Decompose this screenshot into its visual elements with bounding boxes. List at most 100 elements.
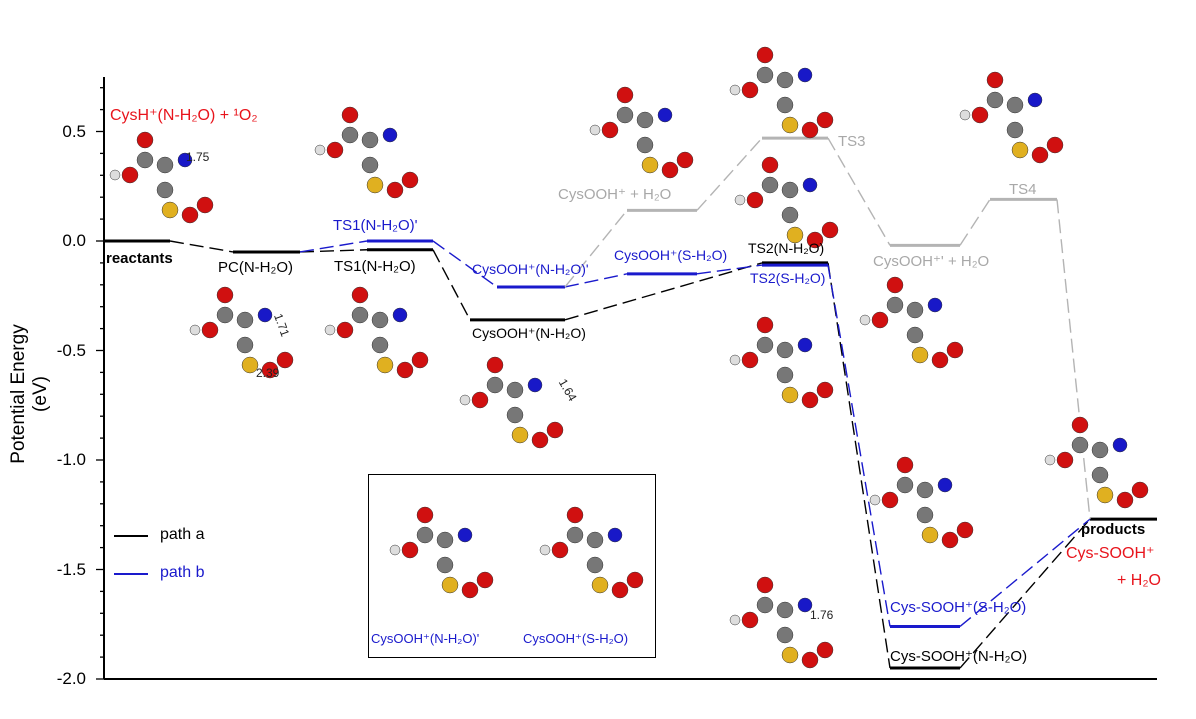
bond-distance: 1.75 — [186, 150, 210, 164]
atom — [436, 531, 454, 549]
atom — [931, 351, 949, 369]
level-label-products: products — [1081, 521, 1146, 538]
level-label-ts3: TS3 — [838, 133, 866, 150]
atom — [797, 597, 813, 613]
atom — [457, 527, 473, 543]
connector-cysooh_n-ts2_n — [564, 262, 763, 321]
atom — [741, 611, 759, 629]
atom — [236, 336, 254, 354]
atom — [476, 571, 494, 589]
connector-ts2_s-sooh_s — [827, 264, 891, 627]
inset-box — [368, 474, 656, 658]
product-species-label: Cys-SOOH⁺ — [1066, 545, 1155, 562]
atom — [626, 571, 644, 589]
atom — [201, 321, 219, 339]
atom — [616, 86, 634, 104]
atom — [881, 491, 899, 509]
molecule-structure — [869, 456, 974, 549]
atom — [802, 177, 818, 193]
molecule-structure — [324, 286, 429, 379]
atom — [436, 556, 454, 574]
atom — [1031, 146, 1049, 164]
atom — [314, 144, 326, 156]
atom — [156, 181, 174, 199]
atom — [1056, 451, 1074, 469]
atom — [906, 326, 924, 344]
atom — [959, 109, 971, 121]
atom — [506, 381, 524, 399]
atom — [601, 121, 619, 139]
legend-swatch-path-b — [114, 573, 148, 575]
y-tick-label: 0.0 — [62, 231, 86, 250]
inset-label-n-prime: CysOOH⁺(N-H₂O)' — [371, 631, 480, 646]
level-label-ts4: TS4 — [1009, 181, 1037, 198]
atom — [741, 81, 759, 99]
y-tick-label: 0.5 — [62, 122, 86, 141]
atom — [986, 91, 1004, 109]
atom — [869, 494, 881, 506]
molecule-structure — [189, 286, 294, 379]
atom — [486, 376, 504, 394]
atom — [781, 386, 799, 404]
atom — [351, 286, 369, 304]
atom — [971, 106, 989, 124]
connector-cysooh_h2o-ts3 — [696, 137, 763, 211]
atom — [486, 356, 504, 374]
molecule-structure — [459, 356, 564, 449]
atom — [781, 206, 799, 224]
molecule-structure — [959, 71, 1064, 164]
y-tick-label: -1.0 — [56, 450, 86, 469]
y-tick-label: -1.5 — [56, 560, 86, 579]
atom — [189, 324, 201, 336]
molecule-structure — [859, 276, 964, 369]
atom — [886, 296, 904, 314]
atom — [756, 66, 774, 84]
atom — [911, 346, 929, 364]
atom — [756, 596, 774, 614]
atom — [586, 531, 604, 549]
atom — [916, 506, 934, 524]
atom — [956, 521, 974, 539]
atom — [441, 576, 459, 594]
atom — [341, 126, 359, 144]
connector-ts4-products — [1056, 199, 1091, 520]
atom — [801, 391, 819, 409]
atom — [241, 356, 259, 374]
atom — [539, 544, 551, 556]
connector-ts1-cysooh_n — [432, 249, 471, 321]
bond-distance: 1.76 — [810, 608, 834, 622]
atom — [756, 316, 774, 334]
atom — [776, 626, 794, 644]
atom — [1006, 96, 1024, 114]
atom — [416, 526, 434, 544]
atom — [396, 361, 414, 379]
atom — [801, 121, 819, 139]
atom — [401, 541, 419, 559]
inset-label-s: CysOOH⁺(S-H₂O) — [523, 631, 629, 646]
atom — [326, 141, 344, 159]
atom — [641, 156, 659, 174]
connector-reactants-pc — [169, 240, 234, 253]
atom — [756, 576, 774, 594]
atom — [389, 544, 401, 556]
atom — [1091, 441, 1109, 459]
atom — [257, 307, 273, 323]
level-label-cysooh-n: CysOOH⁺(N-H₂O) — [472, 325, 586, 341]
atom — [797, 337, 813, 353]
bond-distance: 2.39 — [256, 366, 280, 380]
atom — [896, 456, 914, 474]
atom — [776, 96, 794, 114]
atom — [1046, 136, 1064, 154]
atom — [551, 541, 569, 559]
connector-cysooh_p_h2o-ts4 — [959, 199, 991, 246]
atom — [937, 477, 953, 493]
legend-label-path-b: path b — [160, 564, 205, 581]
atom — [591, 576, 609, 594]
atom — [136, 131, 154, 149]
atom — [676, 151, 694, 169]
atom — [1091, 466, 1109, 484]
atom — [177, 152, 193, 168]
atom — [382, 127, 398, 143]
connector-ts3-cysooh_p_h2o — [827, 137, 891, 246]
level-label-ts1: TS1(N-H₂O) — [334, 258, 416, 275]
